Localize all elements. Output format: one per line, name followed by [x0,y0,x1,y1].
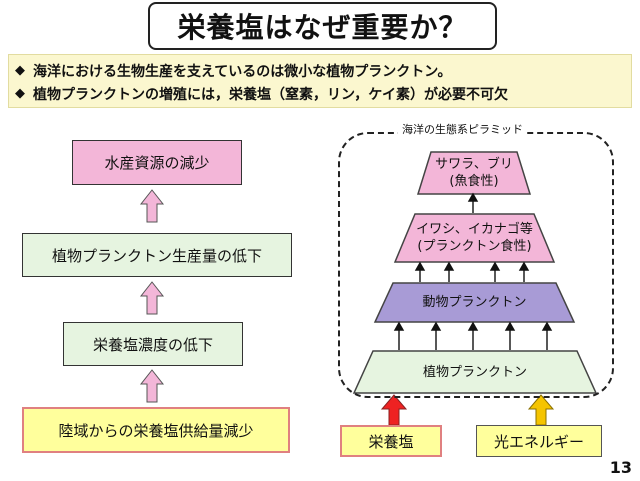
flow-box-production-decline: 植物プランクトン生産量の低下 [22,233,292,277]
bullet-item: ◆ 植物プランクトンの増殖には，栄養塩（窒素，リン，ケイ素）が必要不可欠 [15,82,625,105]
up-arrow-icon [139,369,165,403]
pyramid-label-plankton-eaters: イワシ、イカナゴ等 (プランクトン食性) [395,214,554,262]
flow-box-nutrient-concentration-decline: 栄養塩濃度の低下 [63,322,243,366]
pyramid-label-line: サワラ、ブリ [435,157,513,172]
pyramid-label-line: (プランクトン食性) [417,239,532,254]
bullet-panel: ◆ 海洋における生物生産を支えているのは微小な植物プランクトン。 ◆ 植物プラン… [8,54,632,108]
pyramid-label-line: (魚食性) [449,174,499,189]
flow-box-land-supply-decrease: 陸域からの栄養塩供給量減少 [22,407,290,453]
pyramid-label-line: イワシ、イカナゴ等 [416,222,533,237]
pyramid-label-phytoplankton: 植物プランクトン [422,364,527,380]
pyramid-level-plankton-eaters [393,213,556,263]
bullet-text: 植物プランクトンの増殖には，栄養塩（窒素，リン，ケイ素）が必要不可欠 [33,86,509,103]
pyramid-level-zooplankton [373,282,576,323]
pyramid-title: 海洋の生態系ピラミッド [398,121,527,137]
light-input-arrow-icon [527,394,555,426]
page-number: 13 [609,458,632,477]
up-arrow-icon [139,189,165,223]
page-title: 栄養塩はなぜ重要か？ [148,2,497,50]
pyramid-label-fish-eaters: サワラ、ブリ (魚食性) [418,152,530,194]
flow-box-fishery-decline: 水産資源の減少 [72,140,242,185]
diamond-bullet-icon: ◆ [15,63,25,78]
bullet-item: ◆ 海洋における生物生産を支えているのは微小な植物プランクトン。 [15,59,625,82]
input-box-light-energy: 光エネルギー [476,425,602,457]
diamond-bullet-icon: ◆ [15,86,25,101]
input-box-nutrients: 栄養塩 [340,425,442,457]
bullet-text: 海洋における生物生産を支えているのは微小な植物プランクトン。 [33,63,452,80]
pyramid-level-fish-eaters [416,151,532,195]
up-arrow-icon [139,281,165,315]
nutrient-input-arrow-icon [380,394,408,426]
pyramid-label-zooplankton: 動物プランクトン [422,295,527,310]
